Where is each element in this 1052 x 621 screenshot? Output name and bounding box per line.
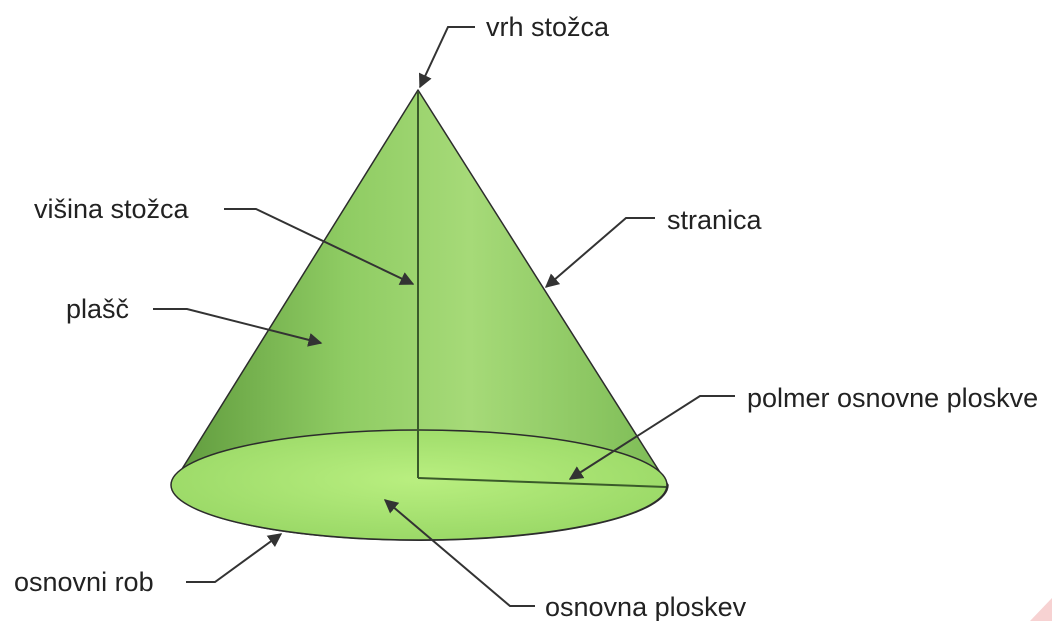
leader-height bbox=[224, 208, 415, 285]
label-radius: polmer osnovne ploskve bbox=[747, 383, 1038, 413]
cone-radius-line bbox=[417, 477, 667, 488]
label-slant: stranica bbox=[667, 205, 763, 235]
corner-accent bbox=[1030, 598, 1052, 621]
leader-base-edge bbox=[186, 533, 283, 583]
label-lateral-surface: plašč bbox=[66, 294, 129, 324]
label-height: višina stožca bbox=[34, 194, 190, 224]
label-base-edge: osnovni rob bbox=[14, 567, 154, 597]
leader-base-face bbox=[383, 499, 535, 607]
label-apex: vrh stožca bbox=[486, 12, 610, 42]
leader-apex bbox=[418, 26, 475, 89]
leader-radius bbox=[568, 395, 735, 480]
leader-slant bbox=[544, 217, 655, 288]
label-base-face: osnovna ploskev bbox=[545, 592, 747, 621]
leader-lateral-surface bbox=[153, 308, 323, 347]
